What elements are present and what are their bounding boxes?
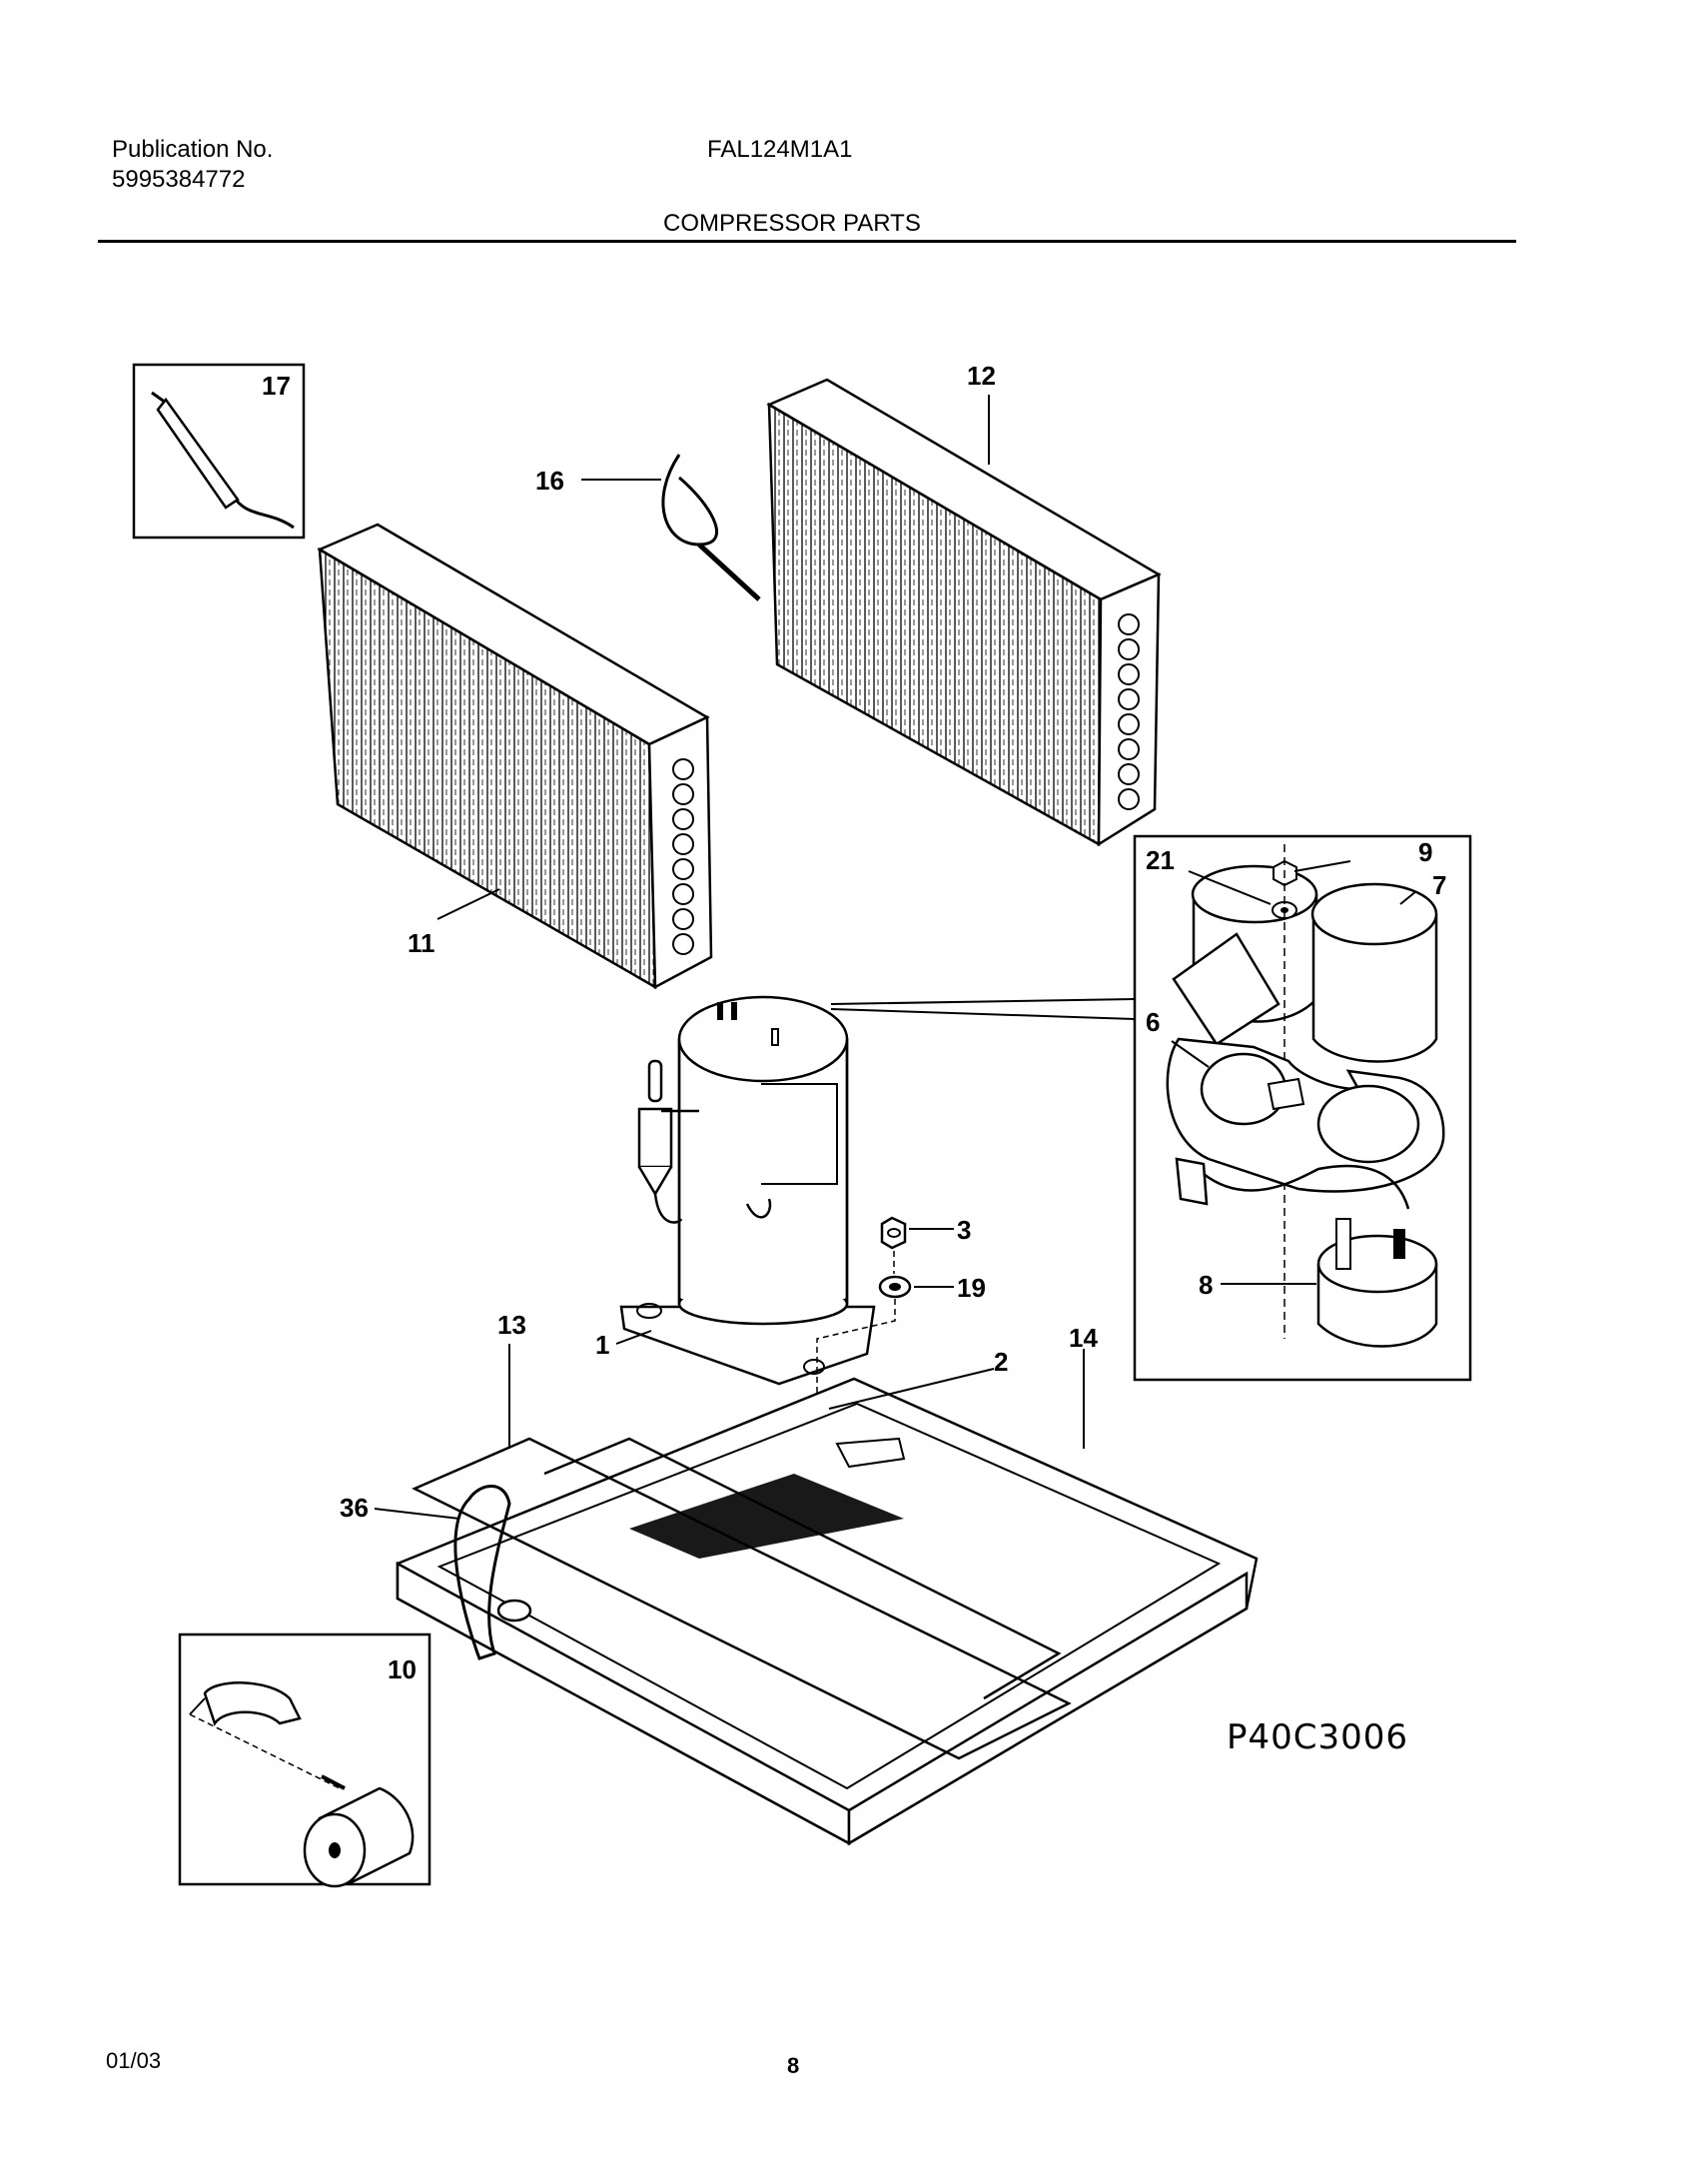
callout-9: 9 <box>1418 837 1432 867</box>
nut <box>880 1216 907 1250</box>
base-pan <box>396 1377 1259 1846</box>
section-title: COMPRESSOR PARTS <box>663 210 921 237</box>
callout-21: 21 <box>1146 845 1175 875</box>
callout-17: 17 <box>262 371 291 401</box>
callout-19: 19 <box>957 1273 986 1303</box>
electrical-inset <box>1133 834 1472 1382</box>
evaporator-coil <box>317 523 713 990</box>
callout-12: 12 <box>967 361 996 391</box>
publication-number: 5995384772 <box>112 166 246 193</box>
header-rule <box>98 240 1516 243</box>
capacitor-clamp-inset <box>178 1633 431 1888</box>
callout-6: 6 <box>1146 1007 1160 1037</box>
callout-14: 14 <box>1069 1323 1098 1353</box>
leader-lines <box>374 395 1417 1520</box>
callout-16: 16 <box>535 466 564 496</box>
callout-7: 7 <box>1432 870 1446 900</box>
callout-10: 10 <box>388 1654 417 1684</box>
diagram-code: P40C3006 <box>1227 1717 1408 1757</box>
model-number: FAL124M1A1 <box>707 136 853 163</box>
publication-label: Publication No. <box>112 136 274 163</box>
callout-2: 2 <box>994 1347 1008 1377</box>
strap <box>453 1485 511 1660</box>
condenser-coil <box>766 378 1162 847</box>
compressor <box>619 995 876 1386</box>
sensor-wire <box>661 454 761 601</box>
footer-date: 01/03 <box>106 2048 162 2073</box>
callout-3: 3 <box>957 1215 971 1245</box>
callout-36: 36 <box>340 1493 369 1523</box>
washer <box>878 1275 912 1299</box>
drier-inset <box>132 363 306 540</box>
callout-8: 8 <box>1199 1270 1213 1300</box>
page-number: 8 <box>787 2053 800 2078</box>
callout-11: 11 <box>408 928 435 958</box>
callout-1: 1 <box>595 1330 609 1360</box>
callout-13: 13 <box>497 1310 526 1340</box>
